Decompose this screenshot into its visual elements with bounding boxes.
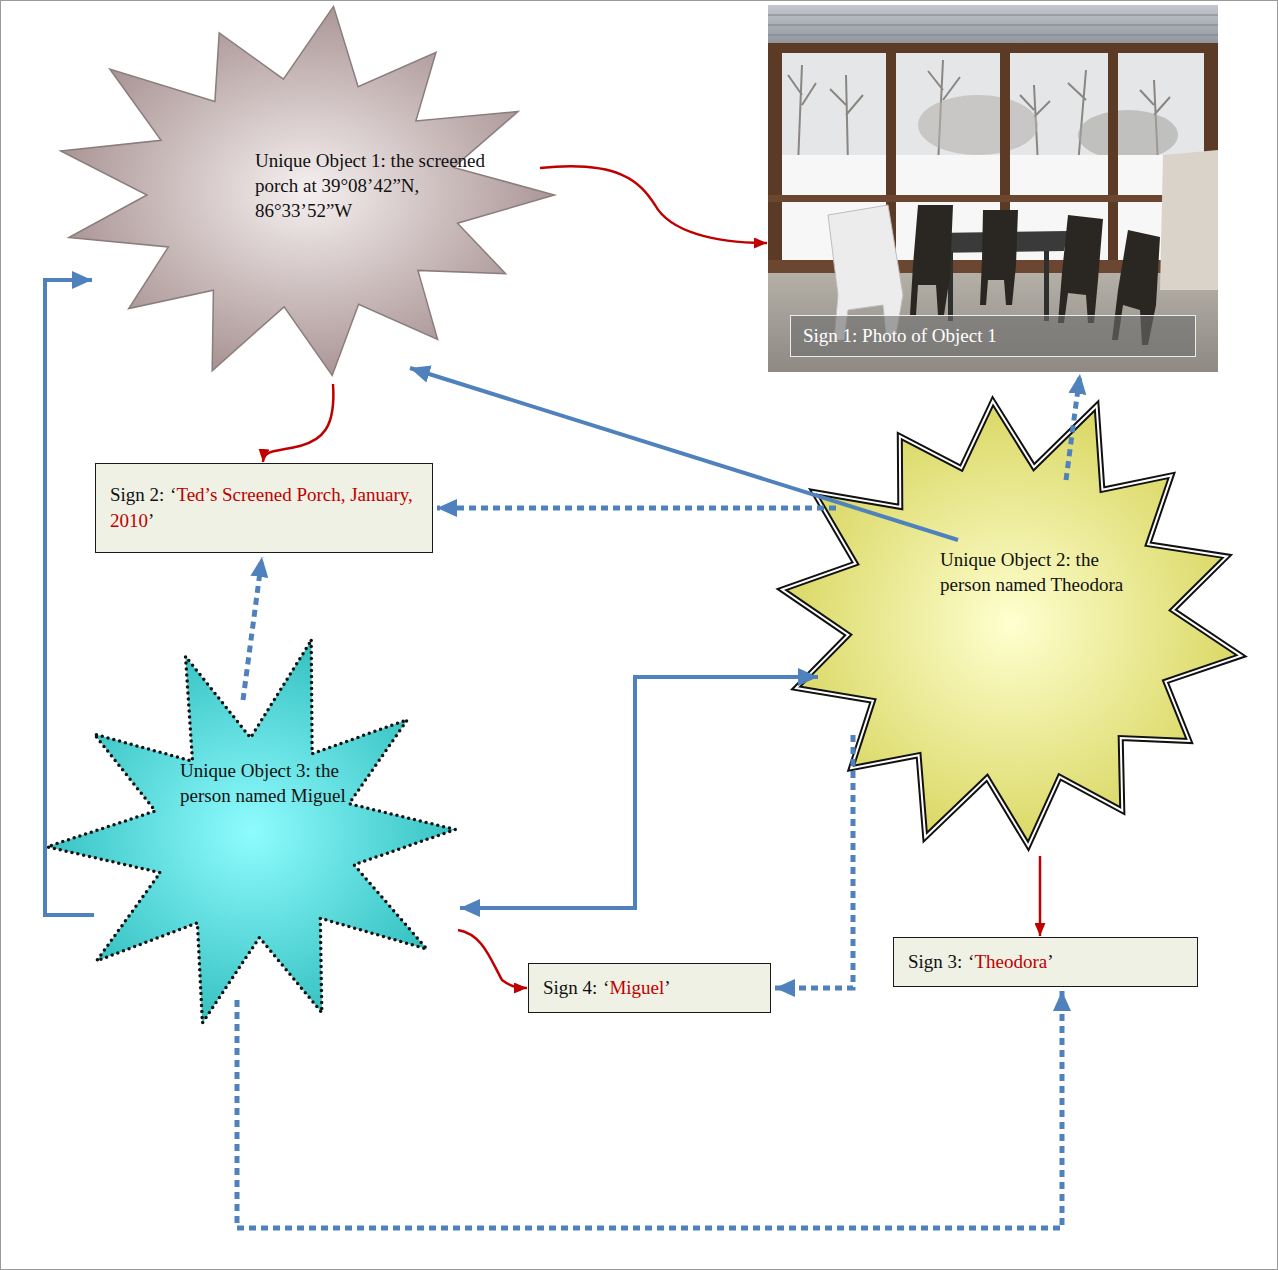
sign-name: ‘Miguel’ (603, 977, 671, 998)
photo-caption: Sign 1: Photo of Object 1 (803, 324, 1183, 348)
sign-box: Sign 2:‘Ted’s Screened Porch, January, 2… (95, 463, 433, 553)
photo-part (1044, 251, 1049, 321)
person-star: Unique Object 3: the person named Miguel (40, 628, 470, 1048)
person-star: Unique Object 2: the person named Theodo… (768, 385, 1253, 860)
photo-part (980, 210, 1018, 305)
sign-use-arrow (437, 506, 836, 511)
star-shape (61, 6, 555, 375)
photo-part (788, 65, 816, 165)
sign-use-arrow (237, 991, 1062, 1228)
photo-part (830, 75, 863, 165)
name-relation-arrow (458, 930, 527, 988)
sign-number: Sign 3: (908, 951, 962, 972)
sign-use-arrow (1066, 374, 1080, 480)
photo-part (768, 45, 1218, 165)
star-label-area: Unique Object 3: the person named Miguel (180, 758, 370, 808)
star-shape (47, 641, 455, 1024)
photo-part (1068, 70, 1086, 165)
reference-arrow (45, 280, 94, 915)
star-shape (782, 401, 1241, 846)
photo-part (1108, 43, 1118, 273)
name-relation-arrow (540, 166, 767, 243)
photo-part (918, 95, 1038, 155)
object-label: Unique Object 2: the person named Theodo… (940, 547, 1150, 597)
object-star: Unique Object 1: the screened porch at 3… (40, 0, 565, 390)
photo-part (768, 43, 782, 273)
photo-part (768, 15, 1218, 35)
photo-part (1160, 150, 1218, 290)
photo-part (768, 15, 1218, 16)
reference-arrow (410, 368, 958, 540)
photo-part (768, 5, 1218, 45)
photo-part (1078, 110, 1178, 160)
photo-part (768, 195, 1218, 202)
reference-arrow (460, 677, 818, 908)
object-label: Unique Object 1: the screened porch at 3… (255, 148, 495, 223)
sign-use-arrow (243, 557, 262, 700)
name-relation-arrow (1039, 856, 1042, 936)
sign-box: Sign 3: ‘Theodora’ (893, 937, 1198, 987)
star-double-line (782, 401, 1241, 846)
photo-part (768, 25, 1218, 26)
star-label-area: Unique Object 2: the person named Theodo… (940, 547, 1150, 597)
photo-part (768, 35, 1218, 36)
star-outline (40, 628, 470, 1048)
object-label: Unique Object 3: the person named Miguel (180, 758, 370, 808)
photo-sign: Sign 1: Photo of Object 1 (768, 5, 1218, 372)
photo-caption-box: Sign 1: Photo of Object 1 (790, 315, 1196, 357)
star-label-area: Unique Object 1: the screened porch at 3… (255, 148, 495, 223)
photo-part (768, 5, 1218, 372)
photo-part (1058, 215, 1103, 323)
photo-part (910, 205, 953, 315)
photo-part (768, 43, 1218, 53)
sign-number: Sign 4: (543, 977, 597, 998)
sign-name: ‘Theodora’ (968, 951, 1053, 972)
star-outline (768, 385, 1253, 860)
sign-number: Sign 2: (110, 484, 164, 505)
sign-box: Sign 4: ‘Miguel’ (528, 963, 771, 1013)
name-relation-arrow (263, 384, 333, 462)
sign-use-arrow (775, 735, 853, 988)
